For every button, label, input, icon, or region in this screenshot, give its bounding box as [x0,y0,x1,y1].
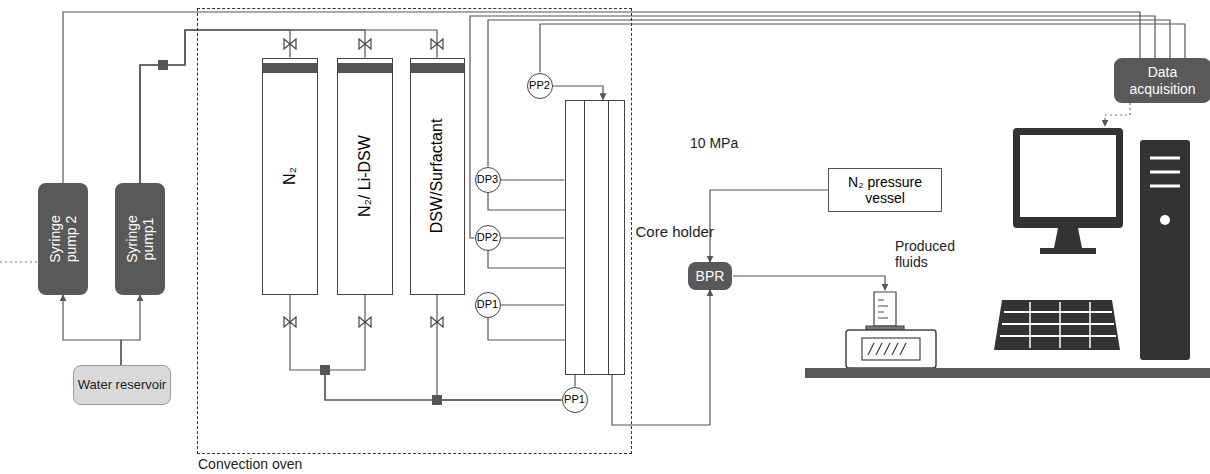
vertical-label: Syringe pump1 [124,199,156,279]
pipe-line [290,295,562,401]
pipe-line [574,375,575,387]
core-sleeve-line [584,101,585,374]
node-label: PP2 [529,79,550,92]
node-label: Data acquisition [1114,64,1210,96]
annotation-label: Produced fluids [895,238,955,270]
pump-box: Syringe pump 2 [38,183,88,295]
vertical-label: Syringe pump 2 [47,199,79,279]
pipe-line [501,179,565,180]
vessel-box: DSW/Surfactant [410,58,465,295]
leader-arrow [733,276,885,290]
pipe-line [501,237,565,238]
gauge-circle: PP1 [562,387,588,413]
pipe-line [63,295,121,365]
vessel-box: N₂/ Li-DSW [337,58,393,295]
measuring-cylinder [866,292,904,330]
vessel-piston [338,63,392,73]
node-heading: Convection oven [198,456,302,472]
pipe-line [612,290,710,425]
vessel-box: N₂ pressure vessel [828,168,942,212]
node-label: DP3 [477,173,498,186]
pipe-line [710,190,828,262]
desk [805,368,1210,378]
node-heading: Core holder [636,223,714,240]
core-sleeve-line [608,101,609,374]
gauge-circle: DP1 [475,292,501,318]
reservoir-box: Water reservoir [73,365,171,405]
vessel-piston [263,63,317,73]
gauge-circle: DP3 [475,167,501,193]
oven-region: Convection ovenN₂N₂/ Li-DSWDSW/Surfactan… [197,8,632,454]
vessel-piston [411,63,464,73]
vessel-box: N₂ [262,58,318,295]
core-holder: Core holder [565,100,625,375]
pipe-line [325,295,562,401]
pump-box: Syringe pump1 [115,183,165,295]
node-label: DP2 [477,231,498,244]
node-label: PP1 [564,393,585,406]
leader-arrow [1105,103,1130,126]
annotation-label: 10 MPa [690,135,760,151]
vertical-label: N₂ [280,76,298,276]
daq-box: Data acquisition [1114,58,1210,103]
gauge-circle: DP2 [475,225,501,251]
node-label: N₂ pressure vessel [829,174,941,206]
bpr-box: BPR [688,262,732,290]
computer [994,128,1190,360]
weighing-scale [846,330,936,368]
pipe-line [140,30,365,183]
pressure-tap-line [488,193,565,340]
node-label: Water reservoir [78,378,166,393]
node-label: DP1 [477,298,498,311]
pipe-line [553,86,604,100]
pipe-line [501,304,565,305]
pipe-line [540,24,1185,73]
gauge-circle: PP2 [527,73,553,99]
node-label: BPR [696,268,725,284]
signal-line [0,261,38,262]
vertical-label: DSW/Surfactant [428,76,446,276]
pipe-line [121,295,140,365]
vertical-label: N₂/ Li-DSW [355,76,373,276]
